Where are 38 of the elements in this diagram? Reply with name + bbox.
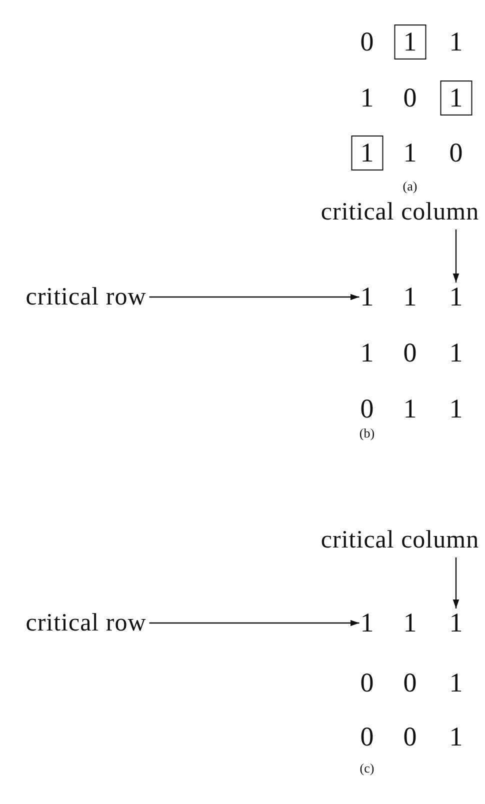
matrix-entry: 1 bbox=[448, 338, 464, 368]
annotation-label: critical column bbox=[320, 198, 480, 226]
boxed-entry: 1 bbox=[394, 24, 426, 60]
annotation-label: critical column bbox=[320, 526, 480, 554]
panel-caption: (a) bbox=[402, 178, 418, 194]
matrix-entry: 0 bbox=[359, 668, 375, 698]
matrix-entry: 0 bbox=[359, 394, 375, 424]
matrix-entry: 1 bbox=[402, 394, 418, 424]
matrix-entry: 1 bbox=[402, 138, 418, 168]
boxed-entry: 1 bbox=[440, 80, 472, 116]
panel-caption: (b) bbox=[358, 426, 376, 440]
matrix-entry: 1 bbox=[402, 608, 418, 638]
matrix-entry: 1 bbox=[448, 394, 464, 424]
boxed-entry: 1 bbox=[351, 136, 383, 170]
matrix-entry: 0 bbox=[359, 28, 375, 56]
matrix-entry: 0 bbox=[448, 138, 464, 168]
annotation-label: critical row bbox=[24, 610, 148, 636]
arrow bbox=[452, 558, 460, 608]
matrix-entry: 1 bbox=[359, 84, 375, 112]
matrix-entry: 0 bbox=[402, 338, 418, 368]
arrow bbox=[452, 230, 460, 282]
matrix-entry: 1 bbox=[448, 668, 464, 698]
matrix-entry: 0 bbox=[402, 668, 418, 698]
matrix-entry: 1 bbox=[448, 282, 464, 312]
annotation-label: critical row bbox=[24, 284, 148, 310]
matrix-entry: 1 bbox=[359, 338, 375, 368]
matrix-entry: 1 bbox=[448, 608, 464, 638]
matrix-entry: 1 bbox=[448, 722, 464, 752]
arrow bbox=[149, 294, 360, 300]
arrow bbox=[149, 620, 360, 626]
matrix-entry: 1 bbox=[359, 282, 375, 312]
matrix-entry: 1 bbox=[402, 282, 418, 312]
matrix-entry: 1 bbox=[448, 28, 464, 56]
matrix-entry: 0 bbox=[359, 722, 375, 752]
matrix-entry: 1 bbox=[359, 608, 375, 638]
matrix-entry: 0 bbox=[402, 722, 418, 752]
matrix-entry: 0 bbox=[402, 84, 418, 112]
panel-caption: (c) bbox=[358, 760, 376, 776]
